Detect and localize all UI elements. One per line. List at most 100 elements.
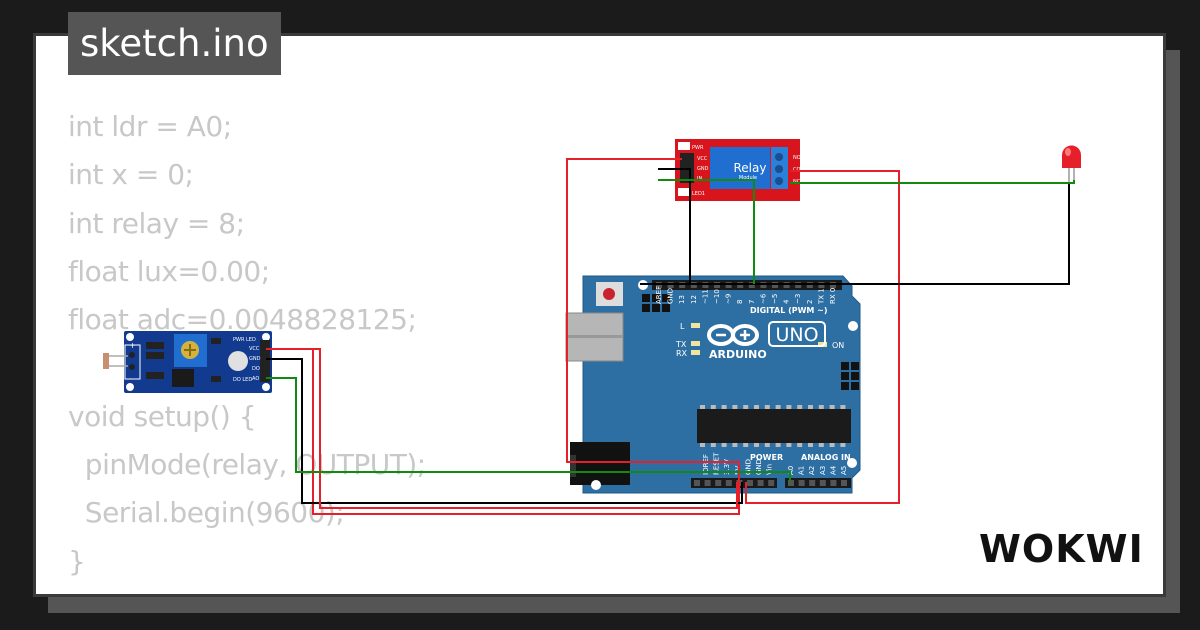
analog-pin-label: A3 <box>819 466 827 475</box>
digital-pin-label: ~3 <box>794 294 802 304</box>
relay-subtitle: Module <box>739 175 757 181</box>
digital-pin-label: 12 <box>690 295 698 304</box>
digital-pin-label: 7 <box>748 300 756 304</box>
red-led[interactable] <box>1062 145 1081 183</box>
power-header <box>691 478 777 488</box>
wires <box>266 158 1075 515</box>
power-pin-hole[interactable] <box>704 480 711 486</box>
relay-pin-gnd: GND <box>697 166 709 172</box>
relay-title: Relay <box>734 161 767 175</box>
code-line: pinMode(relay, OUTPUT); <box>68 448 426 482</box>
digital-pin-label: TX 1 <box>817 288 825 305</box>
power-pin-hole[interactable] <box>694 480 700 486</box>
analog-pin-hole[interactable] <box>819 480 826 486</box>
analog-pin-hole[interactable] <box>841 480 847 486</box>
wire-ldr-gnd-black <box>266 358 743 504</box>
label-on: ON <box>832 341 844 350</box>
wokwi-logo[interactable]: WOKWI <box>977 522 1149 580</box>
analog-pin-label: A0 <box>787 466 795 475</box>
code-line: float adc=0.0048828125; <box>68 303 417 337</box>
power-pin-label: GND <box>755 459 763 475</box>
relay-term-no: NO <box>793 155 801 161</box>
atmega-chip <box>697 409 851 443</box>
led-l <box>691 323 700 328</box>
digital-pin-label: 2 <box>806 300 814 304</box>
led-tx <box>691 341 700 346</box>
analog-pin-label: A4 <box>829 465 837 475</box>
analog-pin-hole[interactable] <box>830 480 837 486</box>
svg-text:+: + <box>129 341 136 350</box>
power-pin-label: RESET <box>713 452 721 475</box>
analog-header-label: ANALOG IN <box>801 453 851 462</box>
power-pin-label: GND <box>744 459 752 475</box>
relay-module[interactable]: Relay Module NO COM NC PWR LED1 VCC GND … <box>675 139 805 201</box>
digital-pin-label: 4 <box>783 299 791 304</box>
code-line: float lux=0.00; <box>68 254 270 288</box>
digital-pin-label: 8 <box>736 300 744 304</box>
wire-ldr-ao-green <box>266 377 791 482</box>
photoresistor <box>103 353 128 369</box>
digital-pin-label: ~11 <box>701 289 709 304</box>
wokwi-logo-text: WOKWI <box>979 527 1144 571</box>
digital-pin-label: GND <box>667 288 675 304</box>
wire-relay-com-red <box>745 170 900 504</box>
analog-pin-hole[interactable] <box>809 480 816 486</box>
file-tab[interactable]: sketch.ino <box>68 12 281 75</box>
ldr-pin-ao: AO <box>252 376 259 382</box>
uno-label: UNO <box>775 324 818 346</box>
label-tx: TX <box>675 340 687 349</box>
digital-pin-label: 13 <box>678 295 686 304</box>
wire-relay-gnd-black <box>658 168 691 284</box>
wire-ldr-vcc-red <box>266 348 738 509</box>
relay-pwr-label: PWR <box>692 145 704 151</box>
wokwi-logo-icon: WOKWI <box>979 527 1144 571</box>
analog-pin-label: A5 <box>840 466 848 475</box>
digital-pin-label: ~9 <box>725 294 733 304</box>
code-line: void setup() { <box>68 399 257 433</box>
relay-coil <box>710 147 770 189</box>
svg-text:-: - <box>129 374 132 383</box>
wire-led-gnd-black <box>640 182 1070 285</box>
ldr-do-led-label: DO LED <box>233 377 252 383</box>
label-rx: RX <box>676 349 688 358</box>
power-pin-hole[interactable] <box>747 480 753 486</box>
digital-pin-label: AREF <box>655 286 663 304</box>
digital-header-label: DIGITAL (PWM ~) <box>750 306 828 315</box>
relay-led1-label: LED1 <box>692 191 705 197</box>
ldr-pin-vcc: VCC <box>249 346 260 352</box>
wire-relay-no-green <box>790 180 1075 184</box>
uno-badge <box>768 321 826 347</box>
digital-pin-label: ~5 <box>771 294 779 304</box>
ldr-pin-header <box>260 340 270 382</box>
power-pin-hole[interactable] <box>757 480 764 486</box>
led-on <box>818 342 827 347</box>
relay-pwr-led <box>678 142 690 150</box>
wire-vcc-red <box>266 158 740 515</box>
analog-pin-hole[interactable] <box>788 480 794 486</box>
ldr-pin-do: DO <box>252 366 260 372</box>
power-pin-label: 3.3V <box>723 459 731 475</box>
digital-pin-label: ~6 <box>759 293 767 304</box>
ldr-sensor-module[interactable]: + - VCC GND DO AO PWR LED DO LED <box>103 331 272 393</box>
code-line: } <box>68 544 86 578</box>
ldr-pwr-led-label: PWR LED <box>233 337 256 343</box>
sensor-led <box>228 351 248 371</box>
power-header-label: POWER <box>750 453 783 462</box>
digital-pin-label: RX 0 <box>829 288 837 304</box>
analog-pin-hole[interactable] <box>798 480 805 486</box>
relay-pin-vcc: VCC <box>697 156 708 162</box>
wire-relay-in-green <box>658 179 755 284</box>
power-pin-hole[interactable] <box>715 480 722 486</box>
arduino-brand-label: ARDUINO <box>709 348 767 361</box>
comparator-chip <box>172 369 194 387</box>
power-pin-hole[interactable] <box>768 480 775 486</box>
power-pin-label: Vin <box>766 464 774 475</box>
power-pin-label: IOREF <box>702 454 710 475</box>
label-l: L <box>680 322 685 331</box>
code-line: int ldr = A0; <box>68 110 232 143</box>
digital-pin-label: ~10 <box>713 289 721 304</box>
led-rx <box>691 350 700 355</box>
power-pin-hole[interactable] <box>725 480 732 486</box>
